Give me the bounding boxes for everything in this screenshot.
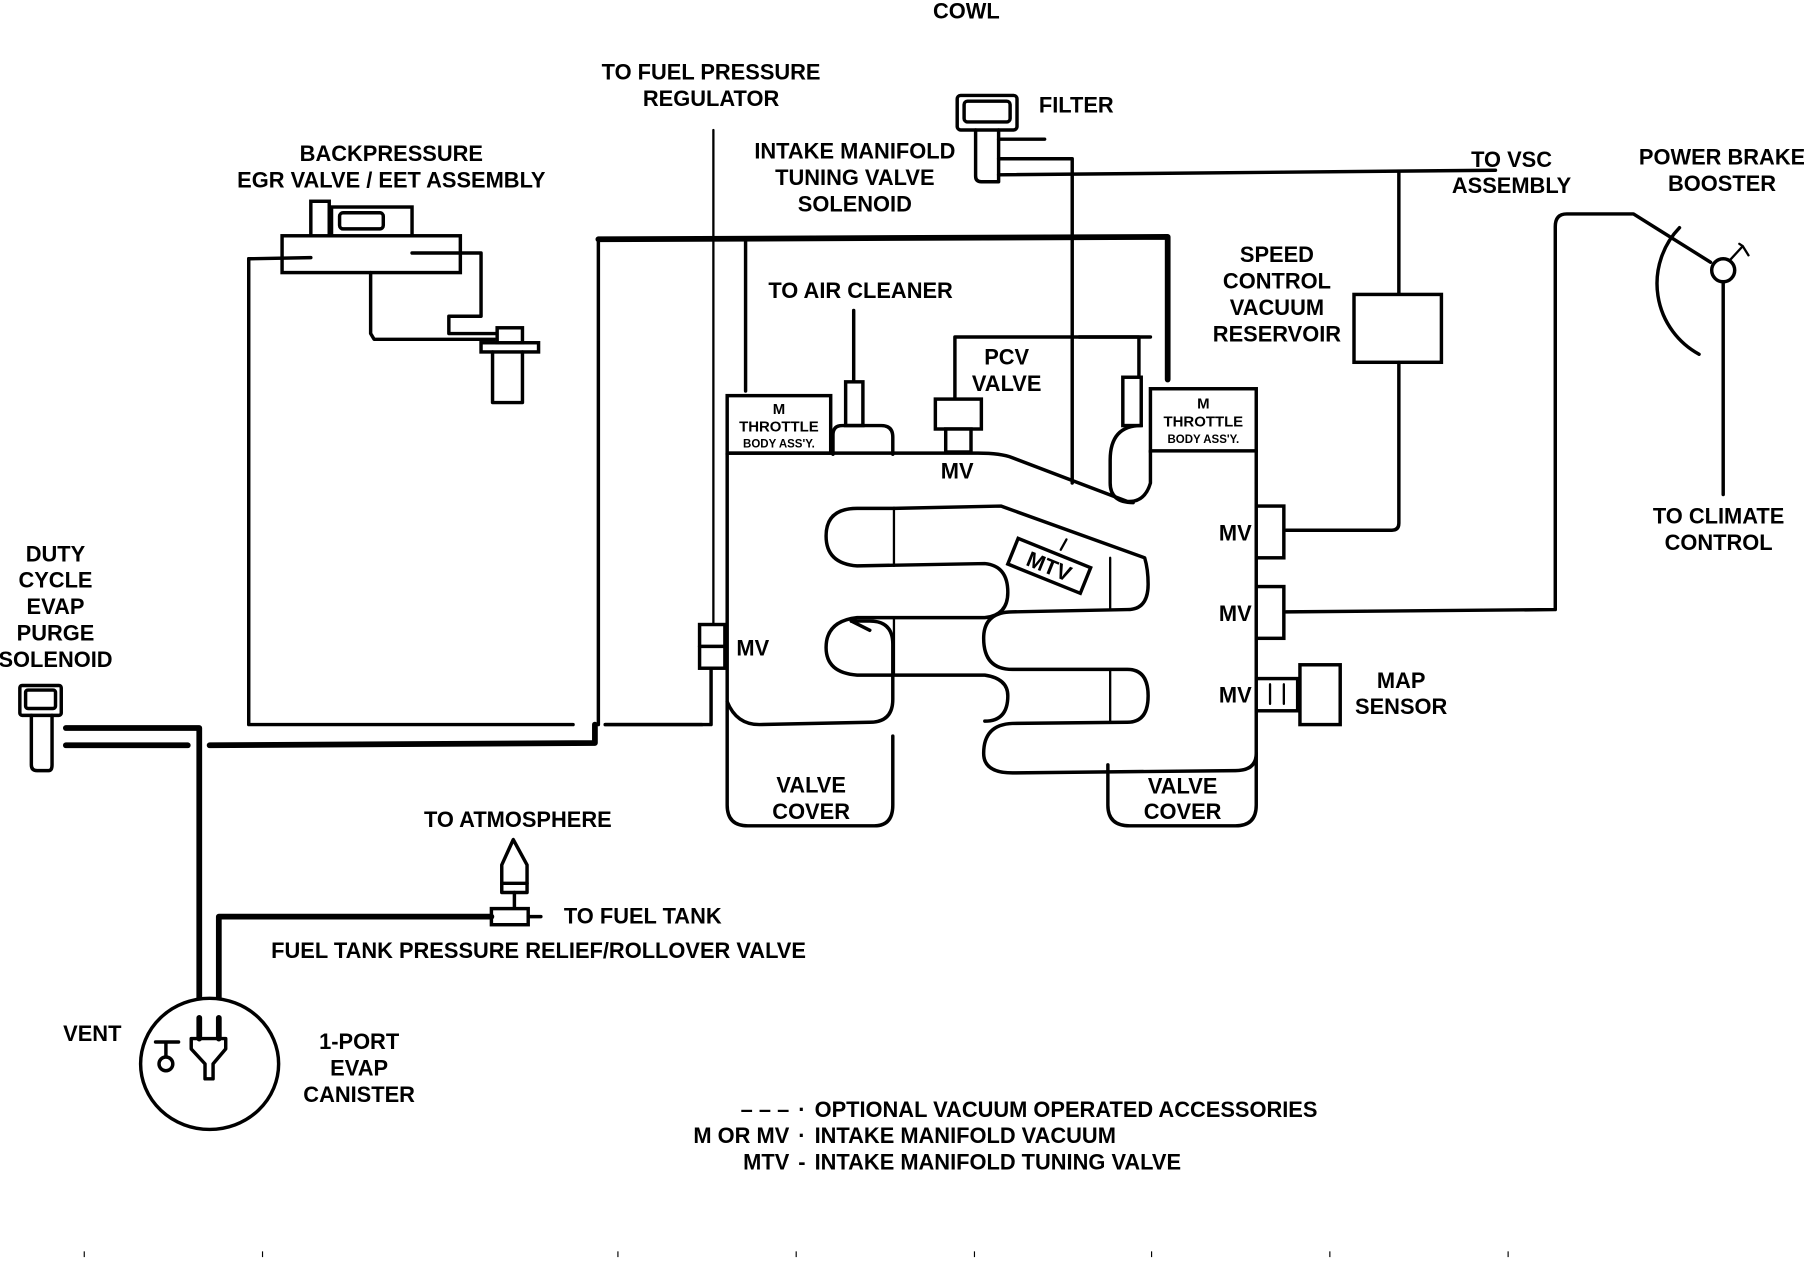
map-sensor-body xyxy=(1298,663,1342,727)
mv-port-right-2 xyxy=(1254,584,1286,641)
vent-label: VENT xyxy=(63,1021,122,1046)
purge-label-line4: PURGE xyxy=(17,621,95,646)
legend: – – – · OPTIONAL VACUUM OPERATED ACCESSO… xyxy=(693,1097,1317,1175)
speed-label-line1: SPEED xyxy=(1240,242,1314,267)
rollover-label: FUEL TANK PRESSURE RELIEF/ROLLOVER VALVE xyxy=(271,938,806,963)
pcv-label-line1: PCV xyxy=(984,345,1029,370)
mv-label-right-3: MV xyxy=(1219,683,1252,708)
legend-text-3: INTAKE MANIFOLD TUNING VALVE xyxy=(815,1150,1181,1175)
brake-valve-circle xyxy=(1709,257,1737,284)
throttle-body-right xyxy=(1148,387,1258,453)
bottom-ticks xyxy=(83,1251,1509,1258)
canister-outline xyxy=(138,996,281,1132)
fuel-tank-label: TO FUEL TANK xyxy=(564,904,722,929)
purge-label-line1: DUTY xyxy=(26,541,86,566)
fuel-reg-label-line1: TO FUEL PRESSURE xyxy=(602,59,821,84)
legend-sep-1: · xyxy=(798,1097,805,1122)
air-cleaner-port xyxy=(843,380,865,428)
atmosphere-label: TO ATMOSPHERE xyxy=(424,807,612,832)
tb-right-line2: BODY ASS'Y. xyxy=(1167,434,1239,446)
intake-manifold: M THROTTLE BODY ASS'Y. M THROTTLE BODY A… xyxy=(725,387,1300,828)
vsc-label-line1: TO VSC xyxy=(1471,147,1552,172)
valve-cover-left-line1: VALVE xyxy=(776,772,846,797)
filter-label: FILTER xyxy=(1039,93,1114,118)
pcv-valve: PCV VALVE MV xyxy=(933,335,1153,483)
right-air-port xyxy=(1121,375,1143,428)
tb-right-m: M xyxy=(1197,395,1209,412)
map-label-line1: MAP xyxy=(1377,668,1426,693)
evap-canister: VENT 1-PORT EVAP CANISTER xyxy=(63,996,415,1132)
air-cleaner-label: TO AIR CLEANER xyxy=(768,278,953,303)
legend-key-2: M OR MV xyxy=(693,1123,789,1148)
vent-circle xyxy=(157,1055,175,1073)
mv-label-right-1: MV xyxy=(1219,521,1252,546)
brake-label-line1: POWER BRAKE xyxy=(1639,144,1804,169)
purge-solenoid: DUTY CYCLE EVAP PURGE SOLENOID xyxy=(0,541,704,1021)
tb-left-line2: BODY ASS'Y. xyxy=(743,438,815,450)
imtv-connector-plug xyxy=(962,99,1012,124)
valve-cover-right-line2: COVER xyxy=(1144,799,1222,824)
valve-cover-right-line1: VALVE xyxy=(1148,774,1218,799)
speed-control-reservoir: TO VSC ASSEMBLY SPEED CONTROL VACUUM RES… xyxy=(1213,147,1572,532)
egr-label-line2: EGR VALVE / EET ASSEMBLY xyxy=(237,167,546,192)
legend-sep-2: · xyxy=(798,1123,805,1148)
canister-label-line2: EVAP xyxy=(330,1055,388,1080)
purge-label-line5: SOLENOID xyxy=(0,647,113,672)
imtv-label-line2: TUNING VALVE xyxy=(775,165,934,190)
egr-valve-assembly: BACKPRESSURE EGR VALVE / EET ASSEMBLY xyxy=(237,141,575,727)
egr-label-line1: BACKPRESSURE xyxy=(300,141,483,166)
power-brake-booster: POWER BRAKE BOOSTER TO CLIMATE CONTROL xyxy=(1284,144,1804,614)
egr-connector-plug xyxy=(337,211,386,231)
fuel-reg-label-line2: REGULATOR xyxy=(643,86,780,111)
pcv-valve-body xyxy=(933,397,984,431)
purge-label-line2: CYCLE xyxy=(18,568,92,593)
speed-label-line2: CONTROL xyxy=(1223,269,1331,294)
throttle-body-left xyxy=(725,393,833,455)
mv-label-pcv: MV xyxy=(941,458,974,483)
eet-sensor-cap xyxy=(495,326,525,345)
canister-label-line3: CANISTER xyxy=(303,1082,415,1107)
purge-label-line3: EVAP xyxy=(27,594,85,619)
brake-label-line2: BOOSTER xyxy=(1668,171,1776,196)
climate-label-line1: TO CLIMATE xyxy=(1653,503,1784,528)
tb-left-m: M xyxy=(773,401,785,418)
map-label-line2: SENSOR xyxy=(1355,694,1447,719)
rollover-valve-body xyxy=(489,906,530,927)
map-sensor: MAP SENSOR xyxy=(1298,663,1448,727)
speed-label-line3: VACUUM xyxy=(1230,295,1324,320)
legend-key-3: MTV xyxy=(743,1150,790,1175)
egr-valve-port xyxy=(309,199,331,238)
climate-label-line2: CONTROL xyxy=(1665,530,1773,555)
mv-label-left: MV xyxy=(736,636,769,661)
legend-text-1: OPTIONAL VACUUM OPERATED ACCESSORIES xyxy=(815,1097,1318,1122)
vacuum-reservoir-box xyxy=(1352,292,1444,365)
valve-cover-left-line2: COVER xyxy=(772,799,850,824)
mv-port-right-1 xyxy=(1254,504,1286,560)
imtv-label-line3: SOLENOID xyxy=(798,192,912,217)
vsc-label-line2: ASSEMBLY xyxy=(1452,173,1572,198)
mtv-valve xyxy=(1005,536,1093,596)
tb-left-line1: THROTTLE xyxy=(739,418,819,435)
purge-connector-plug xyxy=(23,688,58,711)
speed-label-line4: RESERVOIR xyxy=(1213,322,1341,347)
legend-key-1: – – – xyxy=(741,1097,790,1122)
rollover-valve: TO ATMOSPHERE TO FUEL TANK FUEL TANK PRE… xyxy=(215,807,806,1021)
legend-text-2: INTAKE MANIFOLD VACUUM xyxy=(815,1123,1116,1148)
imtv-label-line1: INTAKE MANIFOLD xyxy=(754,139,955,164)
imtv-solenoid: INTAKE MANIFOLD TUNING VALVE SOLENOID FI… xyxy=(754,93,1498,485)
canister-label-line1: 1-PORT xyxy=(319,1029,400,1054)
pcv-valve-stem xyxy=(943,427,973,454)
cowl-label: COWL xyxy=(933,0,1000,23)
legend-sep-3: - xyxy=(798,1150,805,1175)
pcv-label-line2: VALVE xyxy=(972,371,1042,396)
map-hose-fitting xyxy=(1254,676,1300,713)
mv-label-right-2: MV xyxy=(1219,601,1252,626)
tb-right-line1: THROTTLE xyxy=(1164,414,1244,431)
